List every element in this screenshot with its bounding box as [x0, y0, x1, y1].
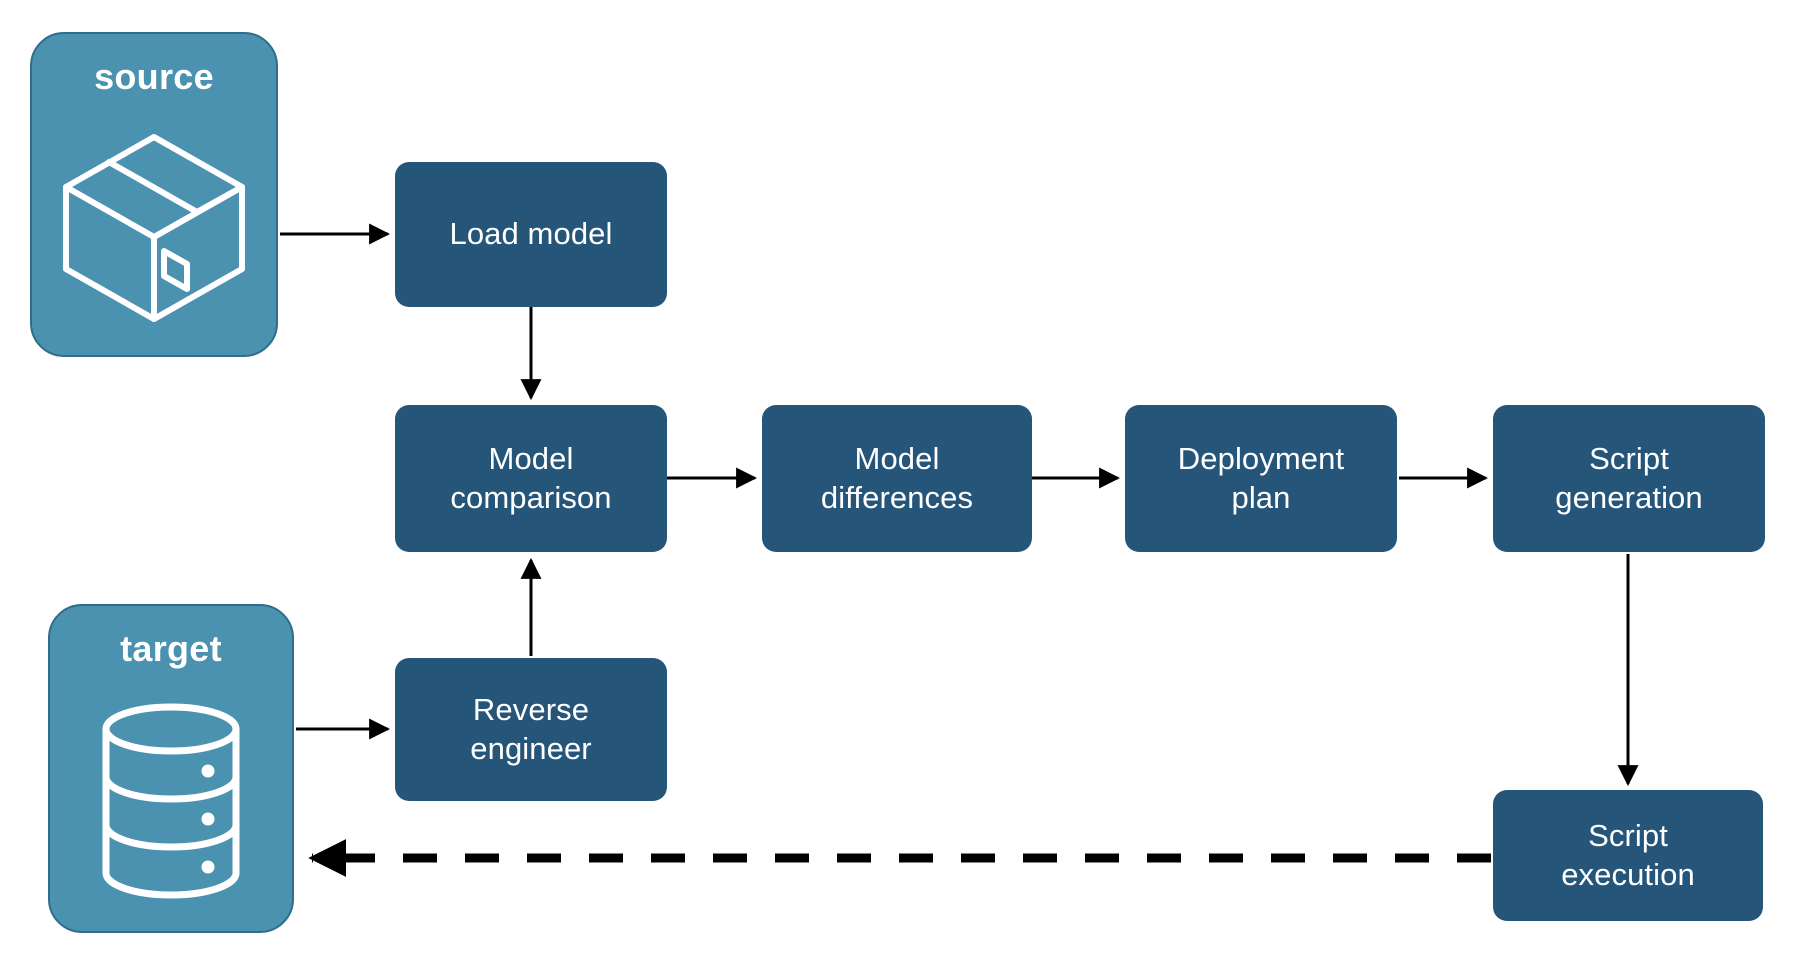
node-target[interactable]: target — [48, 604, 294, 933]
node-reverse-engineer[interactable]: Reverse engineer — [395, 658, 667, 801]
node-model-comparison[interactable]: Model comparison — [395, 405, 667, 552]
deployment-plan-label: Deployment plan — [1177, 440, 1345, 515]
node-script-execution[interactable]: Script execution — [1493, 790, 1763, 921]
node-source[interactable]: source — [30, 32, 278, 357]
reverse-engineer-label: Reverse engineer — [470, 691, 592, 766]
model-comparison-label: Model comparison — [450, 440, 612, 515]
database-cylinder-icon — [50, 670, 292, 931]
script-execution-label: Script execution — [1561, 817, 1695, 892]
node-deployment-plan[interactable]: Deployment plan — [1125, 405, 1397, 552]
node-load-model[interactable]: Load model — [395, 162, 667, 307]
package-box-icon — [32, 98, 276, 355]
script-generation-label: Script generation — [1555, 440, 1703, 515]
load-model-label: Load model — [449, 216, 613, 252]
node-model-differences[interactable]: Model differences — [762, 405, 1032, 552]
source-label: source — [94, 56, 214, 97]
target-label: target — [120, 628, 222, 669]
model-differences-label: Model differences — [820, 440, 974, 515]
node-script-generation[interactable]: Script generation — [1493, 405, 1765, 552]
